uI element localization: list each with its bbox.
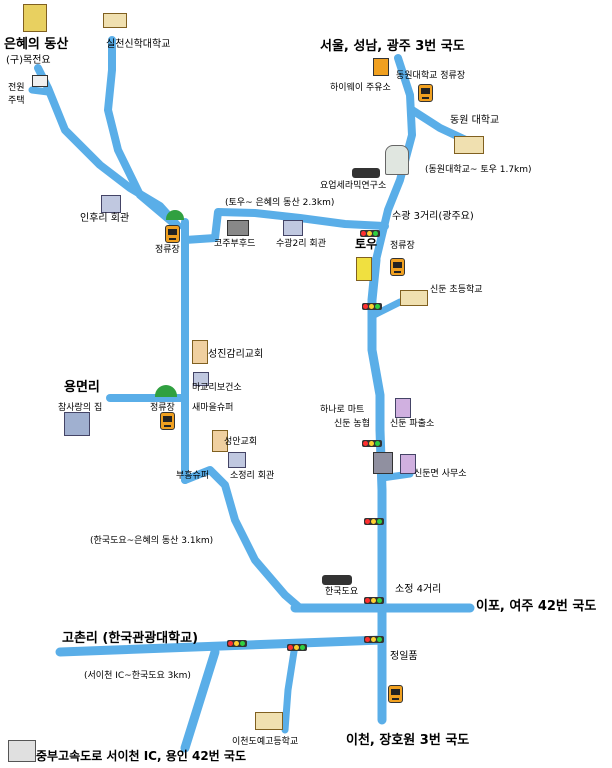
label-icheon-doye-school: 이천도예고등학교	[232, 737, 299, 747]
bus-stop-icon	[390, 258, 405, 276]
label-dist-tou-eunhye: (토우~ 은혜의 동산 2.3km)	[225, 198, 335, 208]
label-gochonri: 고촌리 (한국관광대학교)	[62, 631, 199, 646]
road-expressway	[180, 647, 220, 753]
traffic-light-icon	[364, 518, 384, 525]
flag-icon	[103, 13, 127, 28]
house-icon	[32, 75, 48, 87]
label-hanguk-doyo: 한국도요	[325, 587, 359, 597]
house-icon	[64, 412, 90, 436]
label-sinun-office: 신둔면 사무소	[414, 469, 467, 479]
road-seminary	[104, 36, 176, 226]
school-icon	[400, 290, 428, 306]
road-mokjeon-spur	[28, 86, 52, 96]
research-center-icon	[385, 145, 409, 175]
traffic-light-icon	[362, 440, 382, 447]
label-dongwon-bus-stop: 동원대학교 정류장	[396, 71, 466, 81]
label-suwang-junction: 수광 3거리(광주요)	[392, 211, 474, 222]
label-magyori-clinic: 마교리보건소	[192, 383, 242, 393]
police-icon	[373, 452, 393, 474]
label-highway-gas: 하이웨이 주유소	[330, 83, 391, 93]
pavilion-icon	[352, 168, 380, 178]
building-icon	[23, 4, 47, 32]
label-jeongilpum: 정일품	[390, 651, 418, 662]
label-dist-hanguk-eunhye: (한국도요~은혜의 동산 3.1km)	[90, 536, 214, 546]
traffic-light-icon	[364, 597, 384, 604]
label-dist-icheon-ic: (서이천 IC~한국도요 3km)	[84, 671, 191, 681]
clinic-icon	[193, 372, 209, 386]
arch-icon	[166, 210, 184, 220]
label-bus-stop-2: 정류장	[390, 241, 415, 251]
bus-stop-icon	[165, 225, 180, 243]
traffic-light-icon	[362, 303, 382, 310]
label-suwang2-hall: 수광2리 회관	[276, 239, 326, 249]
label-hanaro-mart: 하나로 마트	[320, 405, 365, 415]
traffic-light-icon	[364, 636, 384, 643]
label-silcheon-seminary: 실천신학대학교	[106, 39, 171, 50]
tou-building-icon	[356, 257, 372, 281]
label-sojeongri-hall: 소정리 회관	[230, 471, 275, 481]
label-saemaeul-super: 새마을슈퍼	[192, 403, 234, 413]
label-seongjin-church: 성진감리교회	[208, 349, 264, 360]
traffic-light-icon	[287, 644, 307, 651]
label-chamsarang-house: 참사랑의 집	[58, 403, 103, 413]
church-icon	[192, 340, 208, 364]
label-sinun-police: 신둔 파출소	[390, 419, 435, 429]
hall-icon	[101, 195, 121, 213]
label-buheung-super: 부흥슈퍼	[176, 471, 210, 481]
office-icon	[400, 454, 416, 474]
bus-stop-icon	[388, 685, 403, 703]
mart-icon	[395, 398, 411, 418]
road-southwest	[181, 466, 304, 612]
label-jeonwon-2: 주택	[8, 96, 25, 106]
label-seoul-route3: 서울, 성남, 광주 3번 국도	[320, 39, 465, 54]
traffic-light-icon	[227, 640, 247, 647]
road-route3-north	[372, 54, 416, 264]
label-dist-dongwon-tou: (동원대학교~ 토우 1.7km)	[425, 165, 532, 175]
road-east-main	[367, 255, 387, 725]
road-middle	[181, 208, 389, 244]
label-tou: 토우	[355, 237, 378, 251]
label-sinun-elem: 신둔 초등학교	[430, 285, 483, 295]
school-icon	[255, 712, 283, 730]
label-icheon-route3: 이천, 장호원 3번 국도	[346, 733, 470, 748]
label-bus-stop-3: 정류장	[150, 403, 175, 413]
hall-icon	[283, 220, 303, 236]
label-seongan-church: 성안교회	[224, 437, 258, 447]
label-sinun-nonghyup: 신둔 농협	[334, 419, 370, 429]
bus-stop-icon	[160, 412, 175, 430]
label-yoyang-center: 요업세라믹연구소	[320, 181, 387, 191]
pavilion-icon	[322, 575, 352, 585]
gas-station-icon	[373, 58, 389, 76]
label-eunhye-dongsan: 은혜의 동산	[4, 37, 69, 52]
label-dongwon-univ: 동원 대학교	[450, 115, 500, 126]
church-icon	[212, 430, 228, 452]
label-sojeong-junction: 소정 4거리	[395, 584, 442, 595]
label-kojoo-food: 코주부후드	[214, 239, 256, 249]
label-expressway: 중부고속도로 서이천 IC, 용인 42번 국도	[36, 749, 246, 763]
road-eunhye-branch	[34, 64, 182, 230]
road-doye	[281, 641, 299, 734]
arch-icon	[155, 385, 177, 397]
traffic-light-icon	[360, 230, 380, 237]
label-jeonwon-1: 전원	[8, 83, 25, 93]
road-gochon	[55, 635, 387, 657]
road-office	[378, 470, 414, 482]
label-inhuri-hall: 인후리 회관	[80, 213, 130, 224]
hall-icon	[228, 452, 246, 468]
university-icon	[454, 136, 484, 154]
bus-stop-icon	[418, 84, 433, 102]
label-old-mokjeonyo: (구)목전요	[6, 55, 51, 66]
factory-icon	[227, 220, 249, 236]
label-ipo-route42: 이포, 여주 42번 국도	[476, 599, 597, 614]
label-yongmyeon: 용면리	[64, 380, 100, 395]
label-bus-stop-1: 정류장	[155, 245, 180, 255]
corner-logo-icon	[8, 740, 36, 762]
